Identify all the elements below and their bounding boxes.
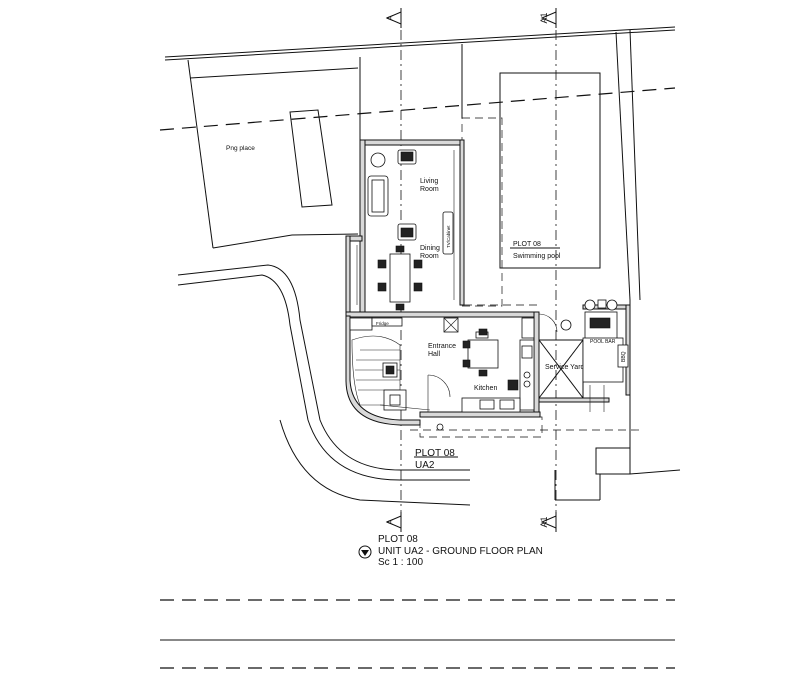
grid-marker-a1-top: A1 <box>539 8 557 28</box>
grid-marker-a-top: A <box>385 8 402 28</box>
caption-plot: PLOT 08 <box>378 534 418 545</box>
dining-room-label-1: Dining <box>420 245 440 252</box>
entrance-hall-label-1: Entrance <box>428 343 456 350</box>
caption-title: UNIT UA2 - GROUND FLOOR PLAN <box>378 545 543 557</box>
section-marker-icon <box>358 545 372 559</box>
grid-label-a-bottom: A <box>385 519 395 525</box>
house-walls <box>345 57 640 438</box>
service-yard-label: Service Yard <box>545 364 585 371</box>
kitchen-label: Kitchen <box>474 385 497 392</box>
plot-title-block: PLOT 08 UA2 <box>414 448 458 471</box>
dining-room: Dining Room <box>377 245 440 311</box>
service-yard: Service Yard POOL BAR BBQ Fridge <box>376 299 629 412</box>
drawing-caption: PLOT 08 UNIT UA2 - GROUND FLOOR PLAN Sc … <box>358 534 543 569</box>
pool-name-label: Swimming pool <box>513 253 561 260</box>
site-boundaries <box>164 26 681 506</box>
entrance-hall: Entrance Hall <box>349 317 459 431</box>
grid-axis-a1: A1 A1 <box>539 8 557 532</box>
pool-bar-label: POOL BAR <box>590 339 616 345</box>
kitchen: Kitchen <box>461 317 535 413</box>
entrance-hall-label-2: Hall <box>428 351 441 358</box>
fridge-label: Fridge <box>376 321 389 326</box>
grid-label-a-top: A <box>385 15 395 21</box>
setback-lines <box>159 87 676 669</box>
swimming-pool: PLOT 08 Swimming pool <box>461 72 601 307</box>
tv-unit-label: TV/Cabinet <box>446 225 451 248</box>
living-room-label-2: Room <box>420 186 439 193</box>
plot-title: PLOT 08 <box>415 448 455 459</box>
grid-label-a1-top: A1 <box>539 12 549 23</box>
living-room-label-1: Living <box>420 178 438 185</box>
pool-plot-label: PLOT 08 <box>513 241 541 248</box>
dining-room-label-2: Room <box>420 253 439 260</box>
living-room: TV/Cabinet Living Room <box>367 149 454 255</box>
parking-label: Png place <box>226 145 255 152</box>
unit-code: UA2 <box>415 460 435 471</box>
grid-marker-a1-bottom: A1 <box>539 512 557 532</box>
caption-scale: Sc 1 : 100 <box>378 557 424 568</box>
grid-marker-a-bottom: A <box>385 512 402 532</box>
grid-label-a1-bottom: A1 <box>539 516 549 527</box>
bbq-label: BBQ <box>621 351 627 362</box>
